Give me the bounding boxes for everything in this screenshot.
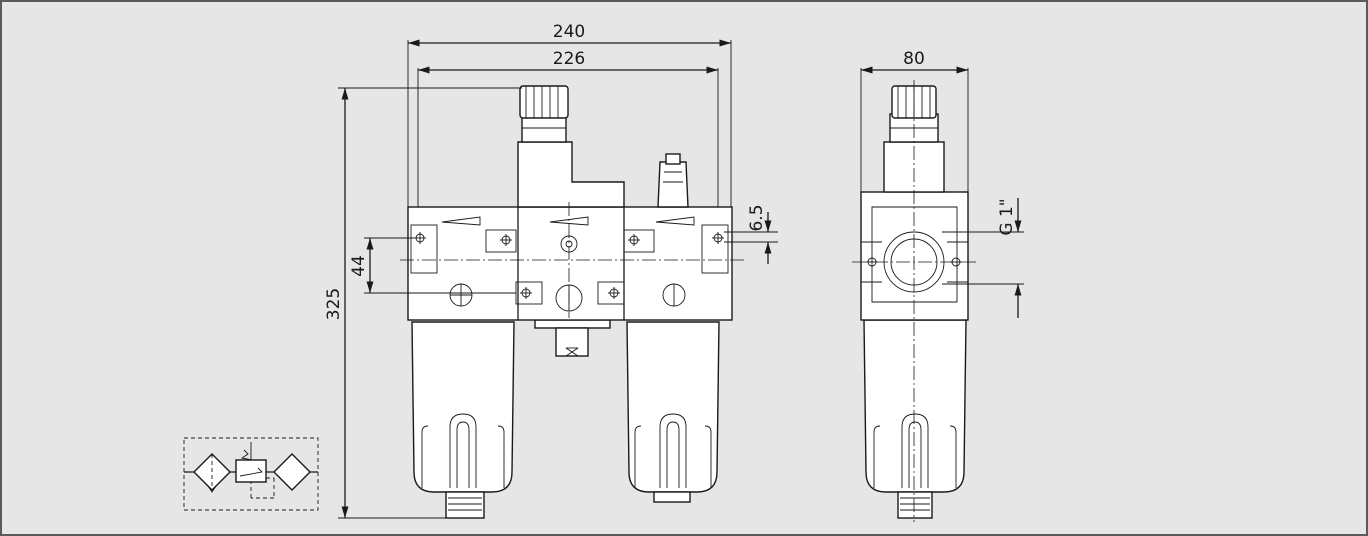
side-view: 80 G 1" (852, 49, 1024, 522)
pneumatic-symbol (183, 437, 319, 511)
dim-side-width: 80 (903, 49, 925, 69)
dim-height: 325 (324, 288, 344, 320)
dim-port-spacing: 44 (349, 255, 369, 277)
dim-overall-width: 240 (553, 22, 585, 42)
dim-offset: 6.5 (747, 204, 767, 231)
dim-thread: G 1" (997, 198, 1017, 235)
dim-port-width: 226 (553, 49, 585, 69)
front-view: 240 226 325 44 6.5 (324, 22, 778, 519)
